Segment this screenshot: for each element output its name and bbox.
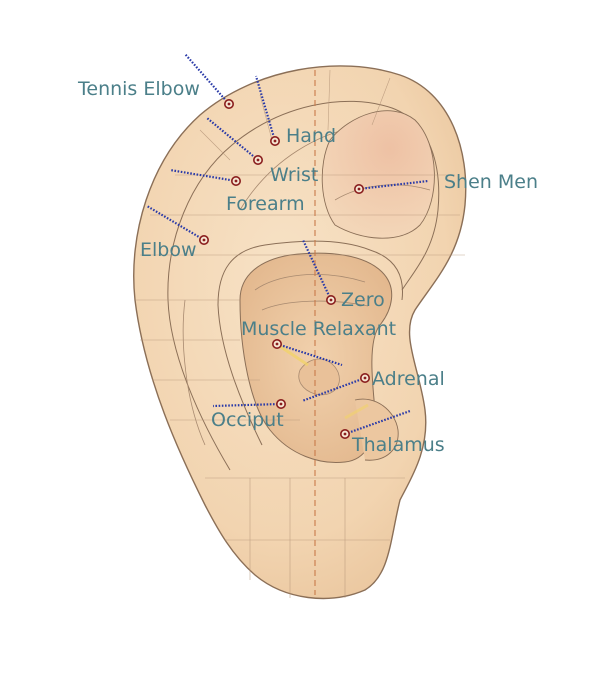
needle-forearm [169,168,237,183]
label-muscle-relaxant: Muscle Relaxant [241,318,396,340]
label-occiput: Occiput [211,409,284,431]
tragus [354,398,399,461]
point-center-shen-men [357,187,361,191]
needle-shen-men [358,179,429,191]
label-forearm: Forearm [226,193,305,215]
point-center-thalamus [343,432,347,436]
needle-adrenal [301,376,366,403]
label-zero: Zero [341,289,385,311]
point-center-forearm [234,179,238,183]
point-center-wrist [256,158,260,162]
label-hand: Hand [286,125,336,147]
needle-wrist [206,117,259,161]
helix-rim [167,100,440,471]
point-center-muscle-relaxant [275,342,279,346]
needle-elbow [146,205,205,241]
label-thalamus: Thalamus [351,434,445,456]
point-center-tennis-elbow [227,102,231,106]
point-center-elbow [202,238,206,242]
triangular-fossa [321,110,435,239]
label-adrenal: Adrenal [372,368,445,390]
needle-tennis-elbow [184,53,230,105]
concha [239,252,393,464]
point-center-hand [273,139,277,143]
needle-zero [302,239,332,301]
label-tennis-elbow: Tennis Elbow [77,78,200,100]
point-center-zero [329,298,333,302]
point-center-adrenal [363,376,367,380]
point-center-occiput [279,402,283,406]
label-elbow: Elbow [140,239,197,261]
label-shen-men: Shen Men [444,171,538,193]
label-wrist: Wrist [270,164,318,186]
